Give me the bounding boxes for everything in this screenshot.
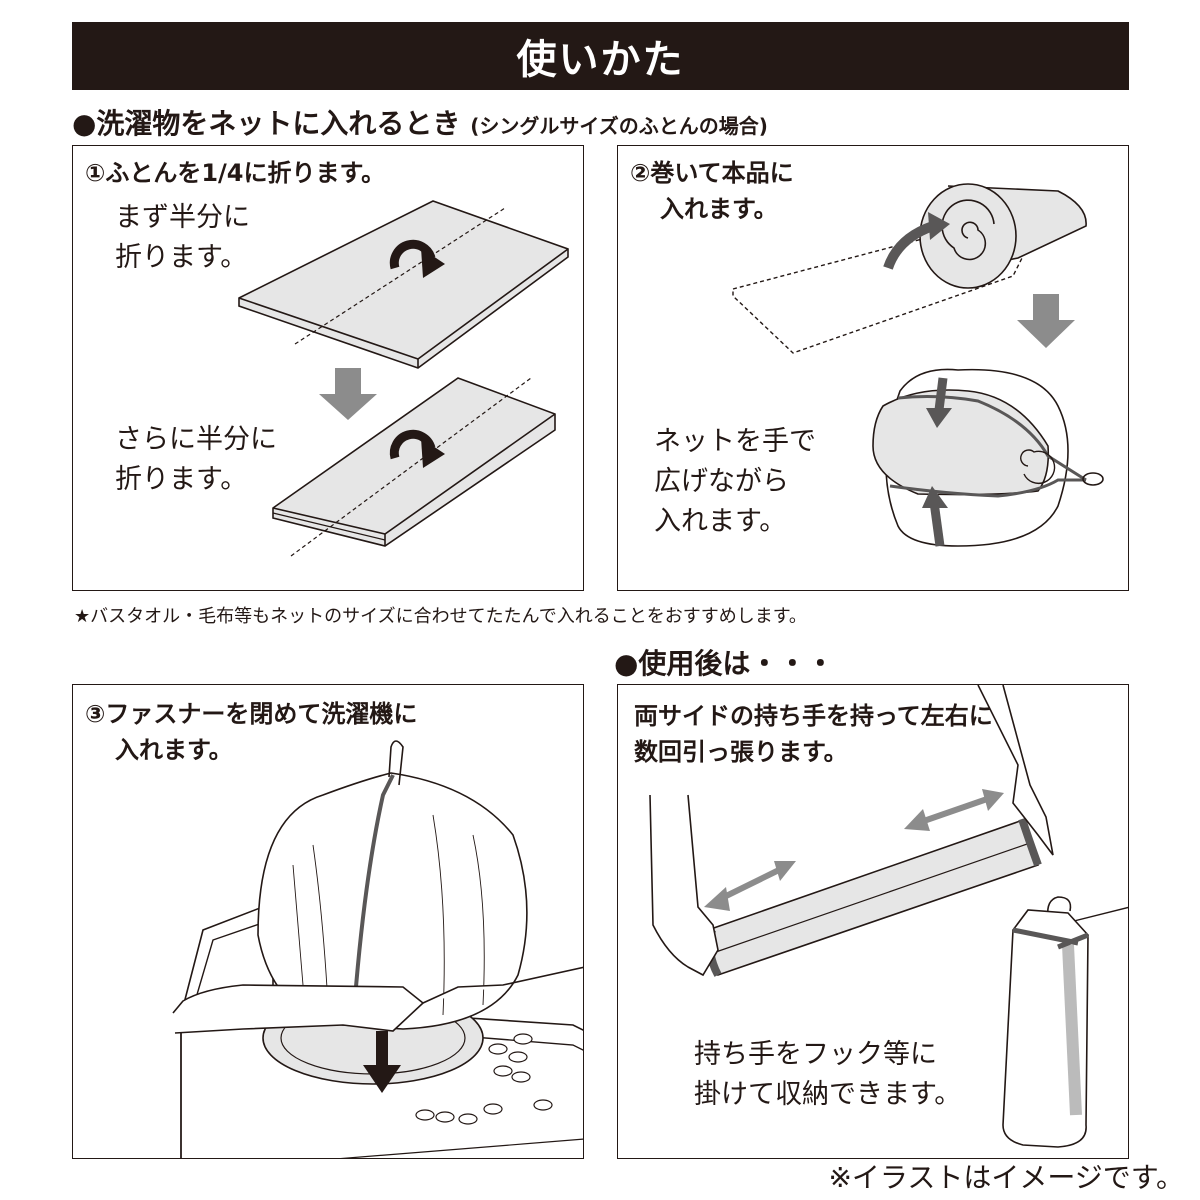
step-2-text-line2: 広げながら bbox=[654, 466, 789, 497]
step-1-text-bottom-line1: さらに半分に bbox=[115, 424, 277, 455]
step-1-text-bottom-line2: 折ります。 bbox=[115, 464, 248, 495]
storage-text-line1: 持ち手をフック等に bbox=[694, 1039, 937, 1070]
fold-futon-illustration bbox=[238, 200, 569, 557]
page-title-bar: 使いかた bbox=[72, 22, 1129, 90]
section-heading-text: ●使用後は・・・ bbox=[614, 647, 835, 680]
step-1-text-top-line1: まず半分に bbox=[115, 202, 250, 233]
step-3-title-line2: 入れます。 bbox=[115, 736, 233, 764]
hanging-net-icon bbox=[1002, 896, 1128, 1148]
arrow-down-icon bbox=[319, 368, 377, 420]
futon-half-icon bbox=[272, 377, 556, 557]
arrow-down-icon bbox=[363, 1065, 401, 1093]
step-2-text-line1: ネットを手で bbox=[654, 426, 816, 457]
panel-fold-futon: ①ふとんを1/4に折ります。 まず半分に 折ります。 さらに半分に 折ります。 bbox=[72, 145, 584, 591]
panel-after-use: 両サイドの持ち手を持って左右に 数回引っ張ります。 持ち手をフック等に 掛けて収… bbox=[617, 684, 1129, 1159]
section-subheading: (シングルサイズのふとんの場合) bbox=[470, 114, 768, 138]
panel-roll-futon: ②巻いて本品に 入れます。 ネットを手で 広げながら 入れます。 bbox=[617, 145, 1129, 591]
storage-text-line2: 掛けて収納できます。 bbox=[694, 1079, 962, 1110]
step-1-text-top-line2: 折ります。 bbox=[115, 242, 248, 273]
page-title: 使いかた bbox=[516, 37, 685, 83]
image-disclaimer: ※イラストはイメージです。 bbox=[828, 1161, 1184, 1194]
towel-blanket-note: ★バスタオル・毛布等もネットのサイズに合わせてたたんで入れることをおすすめします… bbox=[74, 606, 807, 627]
after-use-title-line2: 数回引っ張ります。 bbox=[634, 738, 848, 766]
step-1-title: ①ふとんを1/4に折ります。 bbox=[85, 159, 386, 187]
section-heading-after-use: ●使用後は・・・ bbox=[614, 642, 834, 682]
double-arrow-icon bbox=[904, 789, 1004, 831]
arrow-down-icon bbox=[1017, 294, 1075, 348]
step-3-title-line1: ③ファスナーを閉めて洗濯機に bbox=[85, 700, 418, 728]
stretched-net-icon bbox=[706, 817, 1042, 977]
zipped-net-bag-icon bbox=[257, 740, 528, 1030]
futon-roll-icon bbox=[919, 183, 1087, 289]
step-2-title-line2: 入れます。 bbox=[660, 195, 778, 223]
panel-washing-machine: ③ファスナーを閉めて洗濯機に 入れます。 bbox=[72, 684, 584, 1159]
double-arrow-icon bbox=[704, 861, 796, 911]
net-bag-icon bbox=[872, 368, 1104, 547]
curved-arrow-icon bbox=[928, 212, 950, 240]
stretch-and-hang-illustration bbox=[649, 685, 1128, 1148]
section-heading-text: ●洗濯物をネットに入れるとき bbox=[72, 107, 461, 140]
futon-flat-icon bbox=[238, 200, 569, 369]
washing-machine-illustration bbox=[172, 740, 583, 1158]
step-2-text-line3: 入れます。 bbox=[654, 506, 787, 537]
step-2-title-line1: ②巻いて本品に bbox=[630, 159, 794, 187]
after-use-title-line1: 両サイドの持ち手を持って左右に bbox=[634, 702, 993, 730]
section-heading-loading: ●洗濯物をネットに入れるとき (シングルサイズのふとんの場合) bbox=[72, 102, 768, 142]
roll-futon-illustration bbox=[732, 183, 1104, 547]
